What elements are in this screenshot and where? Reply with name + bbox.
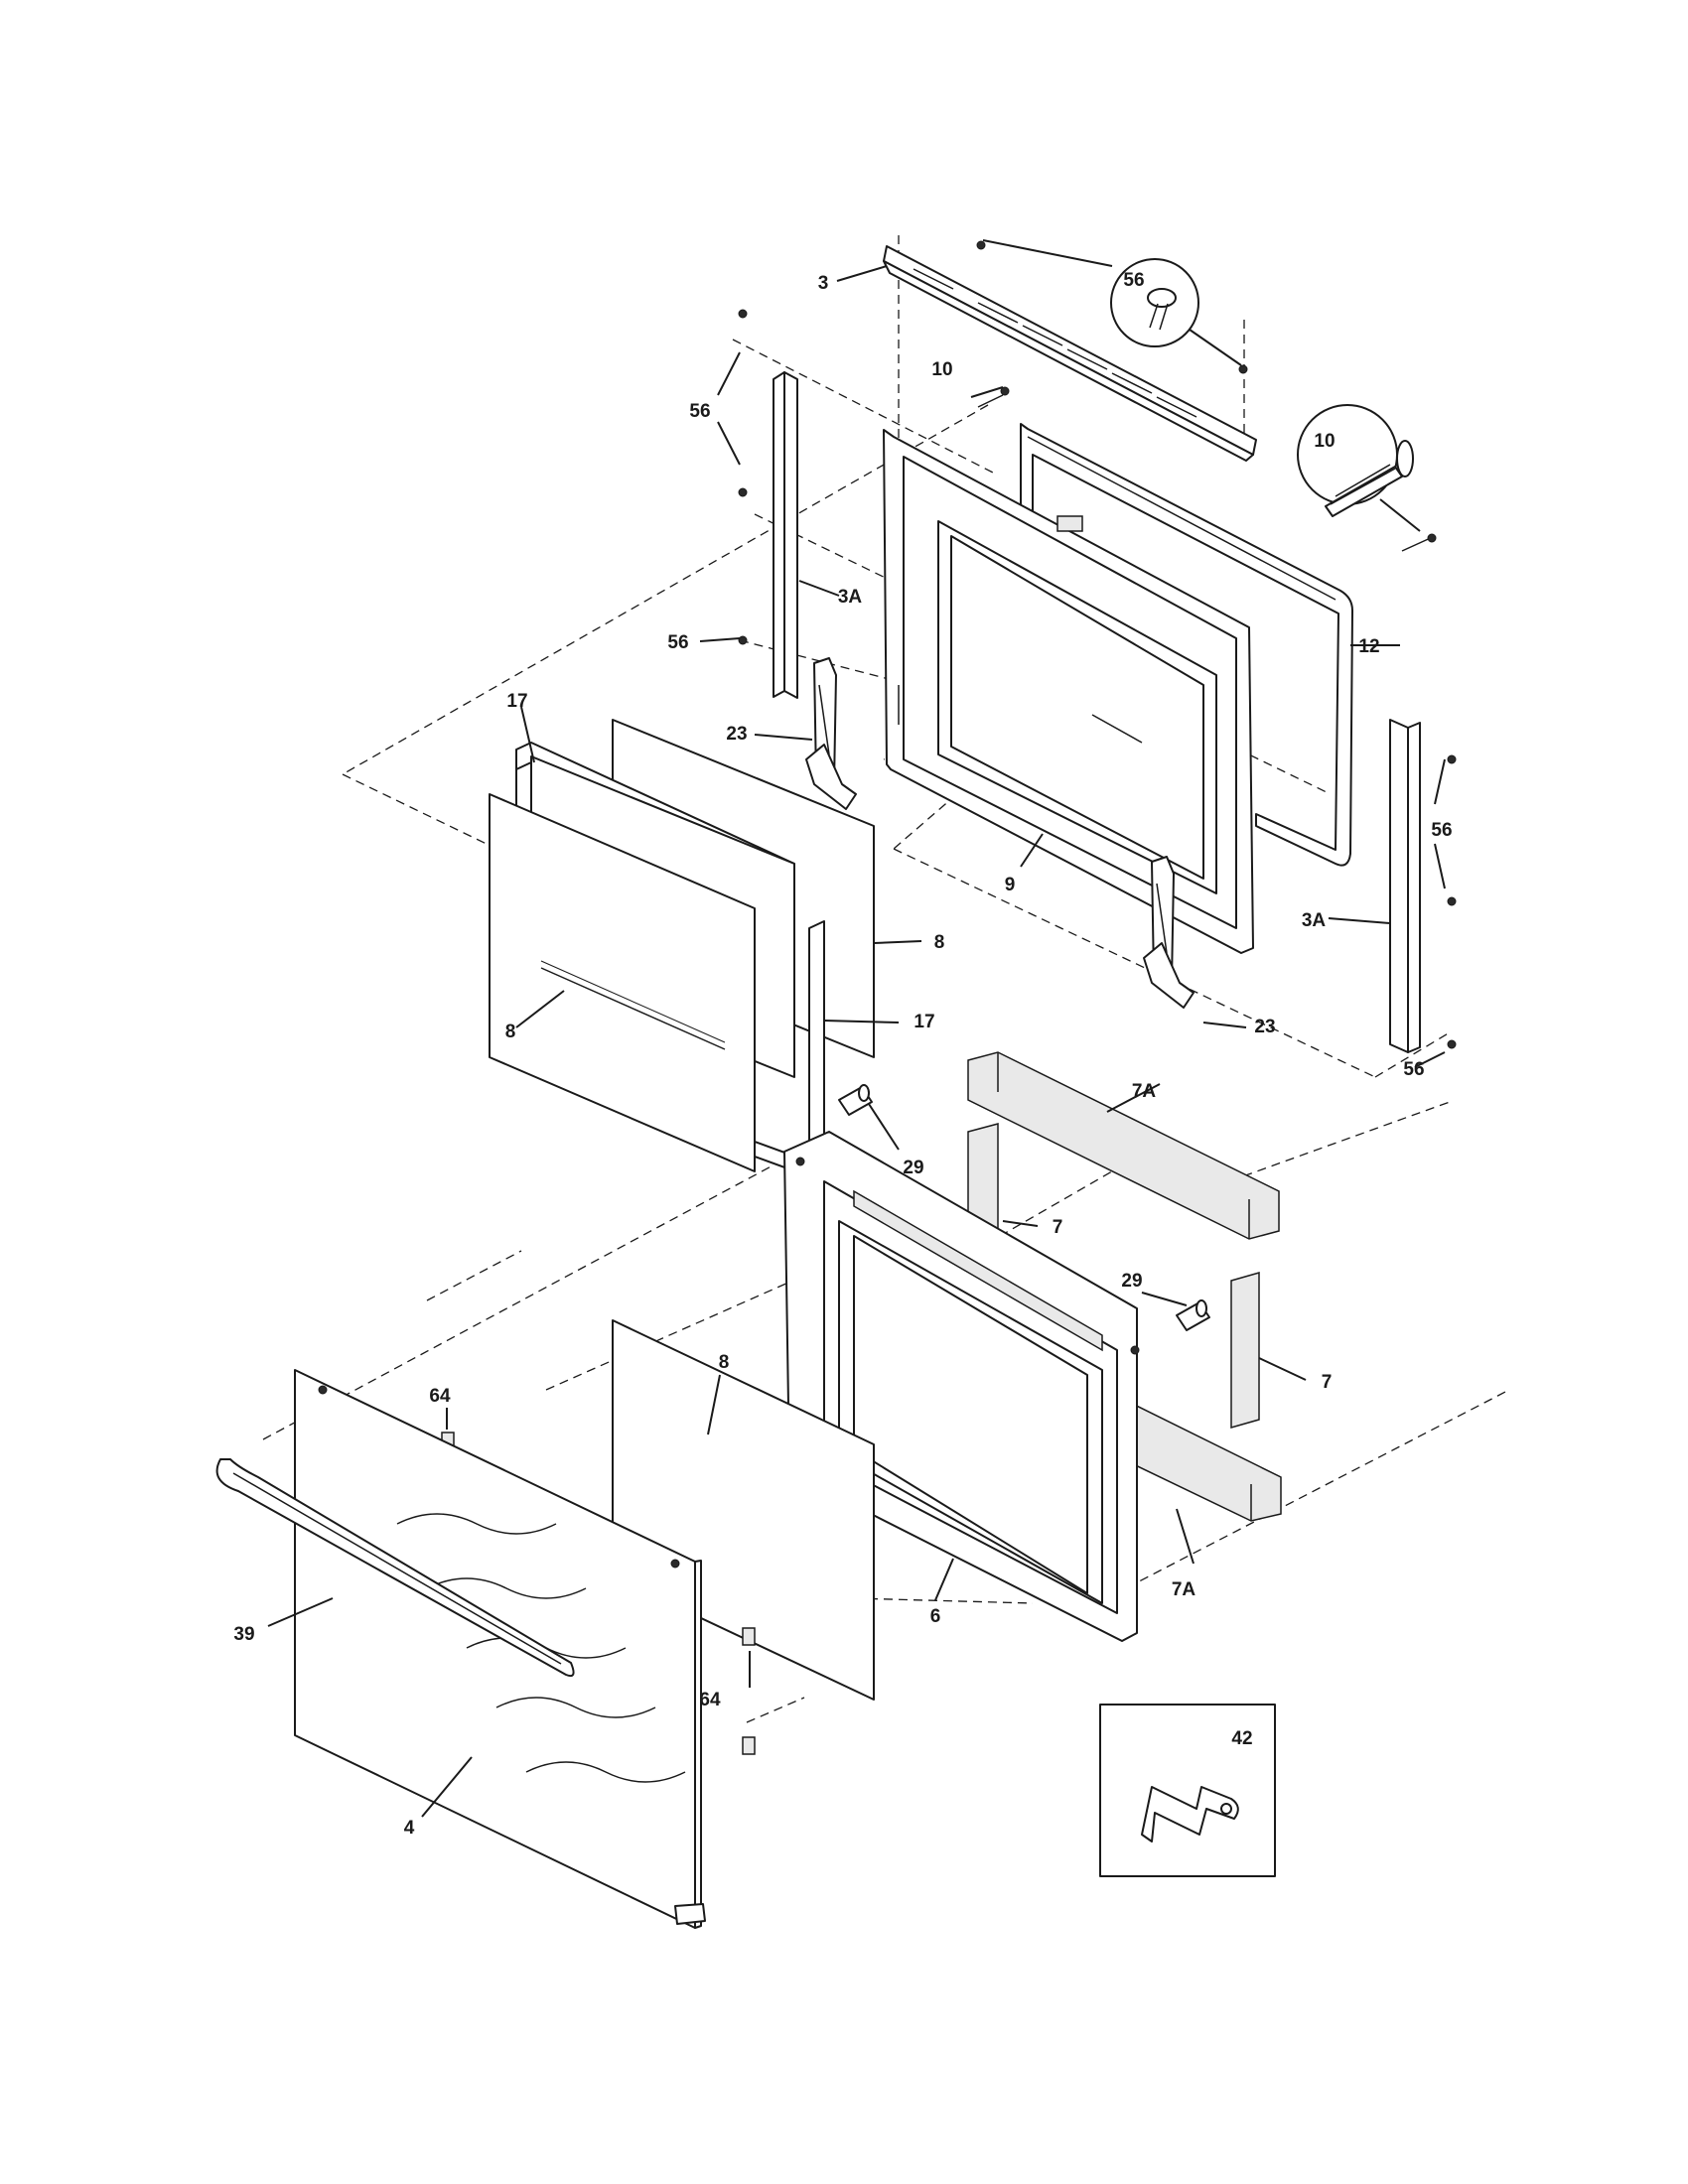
callout-8-front: 8 [505,1022,516,1042]
callout-56-bottom: 56 [1403,1059,1424,1080]
insulation-right [1230,1272,1260,1429]
callout-64-lower: 64 [699,1690,721,1710]
callout-4: 4 [404,1818,415,1839]
pin-upper [838,1084,873,1116]
callout-23-lower: 23 [1254,1017,1275,1037]
callout-29-upper: 29 [903,1158,923,1178]
callout-17-upper: 17 [506,691,527,712]
callout-3: 3 [818,273,829,294]
callout-6: 6 [930,1606,941,1627]
bolt-detail-callout [1297,404,1437,552]
glass-pane-front-upper [489,793,756,1172]
side-trim-left [738,309,798,699]
top-vent-trim [883,245,1257,462]
callout-10-left: 10 [931,359,952,380]
callout-7-left: 7 [1053,1217,1063,1238]
callout-8-inner: 8 [719,1352,730,1373]
side-trim-right [1389,719,1457,1053]
callout-10-detail: 10 [1314,431,1335,452]
callout-56-top: 56 [1123,270,1144,291]
insulation-top [967,1051,1280,1240]
outer-door-frame [1020,423,1353,867]
hinge-upper [805,657,857,810]
callout-42: 42 [1231,1728,1252,1749]
bracket-detail-box [1099,1704,1276,1877]
callout-64-upper: 64 [429,1386,451,1407]
hinge-lower [1143,856,1195,1009]
pin-lower [1176,1299,1210,1331]
callout-39: 39 [233,1624,254,1645]
callout-9: 9 [1005,875,1016,895]
callout-8-rear: 8 [934,932,945,953]
callout-56-right: 56 [1431,820,1452,841]
door-handle [215,1458,575,1678]
callout-56-mid: 56 [667,632,688,653]
callout-17-lower: 17 [914,1012,934,1032]
clip-lower [742,1736,756,1755]
callout-labels: 3 56 10 10 56 3A 56 12 17 23 9 8 56 3A 1… [233,270,1452,1839]
callout-3a-left: 3A [838,587,863,608]
callout-12: 12 [1358,636,1379,657]
callout-3a-right: 3A [1302,910,1327,931]
outer-door-panel [294,1369,706,1929]
callout-56-left: 56 [689,401,710,422]
bolt-left [970,386,1010,408]
leader-lines [267,265,1446,1818]
vent-slots [913,268,1197,418]
callout-23-upper: 23 [726,724,747,745]
callout-7a-bottom: 7A [1172,1579,1196,1600]
callout-7-right: 7 [1322,1372,1333,1393]
callout-29-lower: 29 [1121,1271,1142,1292]
clip-mid [742,1627,756,1646]
callout-7a-top: 7A [1132,1081,1157,1102]
screw-detail-callout [976,239,1248,374]
door-liner-frame [883,429,1254,954]
